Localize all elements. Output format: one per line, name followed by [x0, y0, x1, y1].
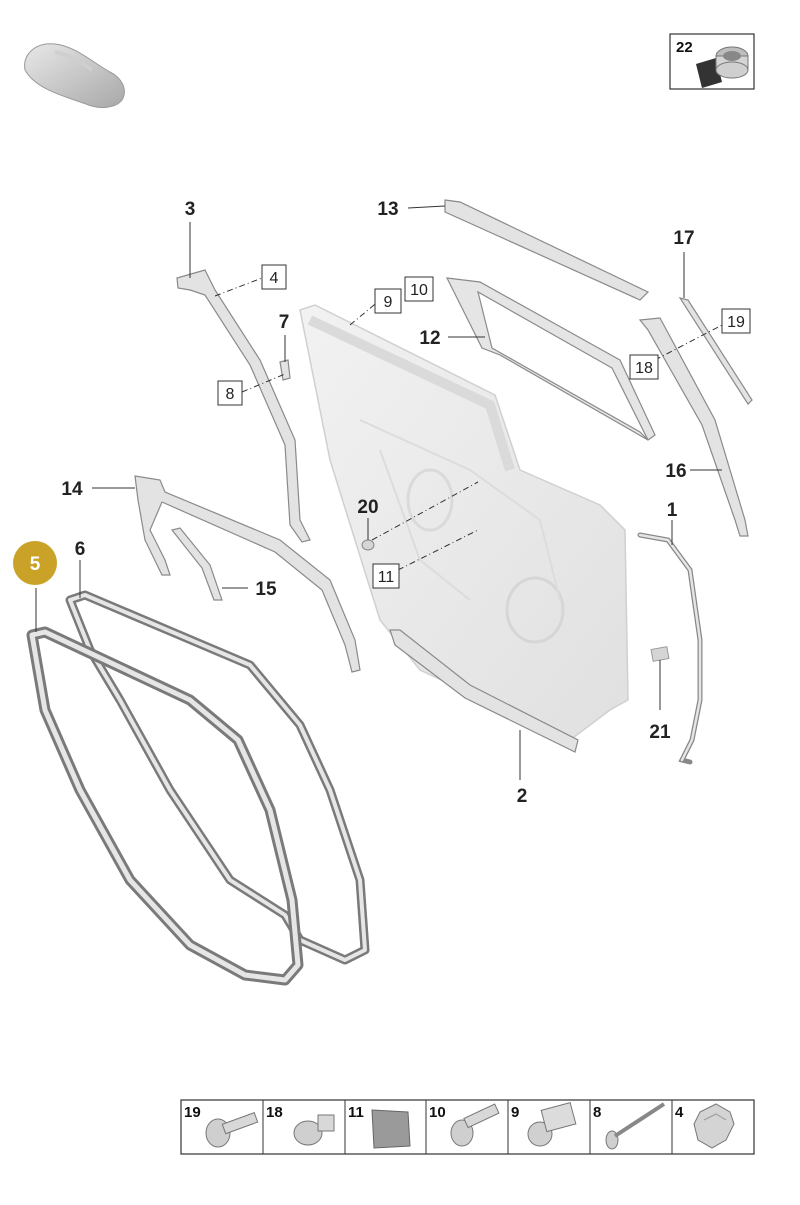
part-21-pad [650, 646, 670, 662]
callout-2[interactable]: 2 [517, 786, 528, 807]
boxed-callout-8[interactable]: 8 [217, 380, 243, 406]
part-14-belt-trim [134, 475, 361, 673]
part-22-box[interactable]: 22 [669, 33, 755, 90]
part-13-window-strip [444, 199, 650, 301]
callout-14[interactable]: 14 [61, 479, 83, 500]
callout-labels: 1 2 3 6 7 12 13 14 15 16 17 20 21 [61, 199, 694, 807]
callout-6[interactable]: 6 [75, 539, 86, 560]
callout-1[interactable]: 1 [667, 500, 678, 521]
leader-lines [35, 205, 729, 780]
legend-cell-8[interactable]: 8 [593, 1102, 666, 1150]
boxed-callout-11-label: 11 [378, 569, 395, 586]
legend-cell-19[interactable]: 19 [184, 1104, 259, 1148]
boxed-callout-10-label: 10 [410, 282, 428, 299]
legend-cell-10[interactable]: 10 [429, 1103, 500, 1147]
boxed-callout-19-label: 19 [727, 314, 745, 331]
legend-label-10: 10 [429, 1104, 446, 1121]
callout-5-label: 5 [30, 554, 41, 575]
legend-cell-18[interactable]: 18 [266, 1104, 335, 1146]
part-7-clip [279, 359, 291, 381]
car-thumbnail-icon [24, 43, 125, 108]
part-5-door-seal [26, 626, 304, 986]
part-16-channel [638, 317, 749, 537]
boxed-callout-18[interactable]: 18 [629, 354, 659, 380]
legend-label-18: 18 [266, 1104, 283, 1121]
part-12-window-frame [445, 277, 656, 441]
callout-15[interactable]: 15 [255, 579, 277, 600]
boxed-callout-19[interactable]: 19 [721, 308, 751, 334]
door-inner-panel [299, 304, 629, 741]
button-head-bolt-icon [205, 1112, 259, 1148]
clip-icon [693, 1103, 735, 1149]
grommet-icon [696, 46, 749, 88]
legend-cell-4[interactable]: 4 [675, 1103, 735, 1149]
part-20-grommet [361, 539, 375, 551]
callout-16[interactable]: 16 [665, 461, 686, 482]
fastener-legend: 19 18 11 10 9 [180, 1099, 755, 1155]
boxed-callout-11[interactable]: 11 [372, 563, 400, 589]
callout-5-highlight[interactable]: 5 [13, 541, 57, 585]
foam-pad-icon [371, 1109, 411, 1149]
legend-label-4: 4 [675, 1104, 684, 1121]
boxed-callout-10[interactable]: 10 [404, 276, 434, 302]
boxed-callout-8-label: 8 [226, 386, 235, 403]
part-22-label: 22 [676, 39, 693, 56]
callout-20[interactable]: 20 [357, 497, 378, 518]
boxed-callout-4[interactable]: 4 [261, 264, 287, 290]
legend-cell-11[interactable]: 11 [348, 1104, 411, 1149]
flange-bolt-icon [293, 1114, 335, 1146]
boxed-callout-9-label: 9 [384, 294, 393, 311]
part-6-door-seal [65, 590, 370, 965]
rivet-nut-icon [527, 1101, 577, 1147]
boxed-callout-9[interactable]: 9 [374, 288, 402, 314]
legend-label-19: 19 [184, 1104, 201, 1121]
legend-label-8: 8 [593, 1104, 601, 1121]
callout-7[interactable]: 7 [279, 312, 290, 333]
part-15-trim [170, 527, 223, 601]
blind-rivet-icon [605, 1102, 666, 1150]
callout-17[interactable]: 17 [673, 228, 694, 249]
hex-bolt-icon [450, 1103, 500, 1147]
part-2-sill-strip [389, 629, 579, 753]
boxed-callout-18-label: 18 [635, 360, 653, 377]
legend-label-9: 9 [511, 1104, 519, 1121]
callout-3[interactable]: 3 [185, 199, 196, 220]
part-17-strip [678, 297, 753, 405]
part-3-pillar-trim [176, 269, 311, 543]
highlight-circle [13, 541, 57, 585]
legend-label-11: 11 [348, 1104, 364, 1121]
legend-cell-9[interactable]: 9 [511, 1101, 577, 1147]
boxed-callout-4-label: 4 [270, 270, 279, 287]
callout-13[interactable]: 13 [377, 199, 398, 220]
callout-21[interactable]: 21 [649, 722, 671, 743]
callout-12[interactable]: 12 [419, 328, 440, 349]
